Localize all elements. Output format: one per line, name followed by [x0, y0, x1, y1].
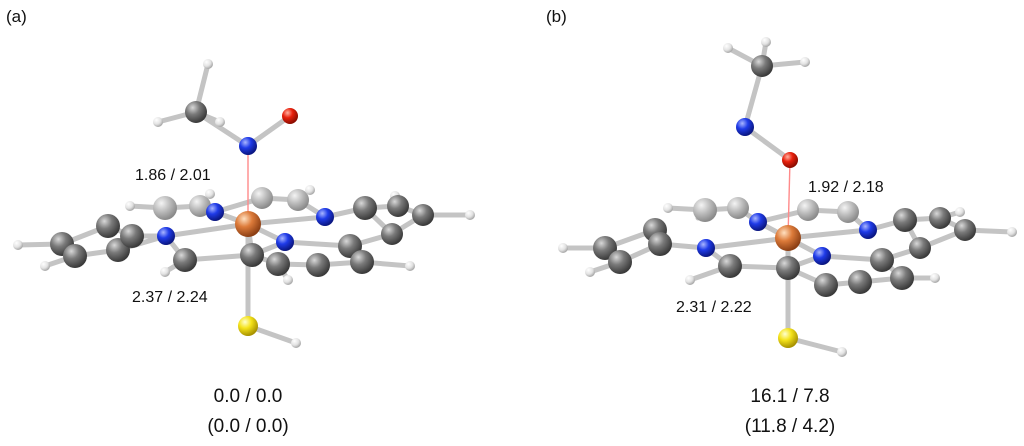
atom-h: [160, 267, 170, 277]
atom-n: [157, 227, 175, 245]
atom-c: [96, 214, 120, 238]
atom-c: [381, 223, 403, 245]
atom-s: [238, 316, 258, 336]
atom-fe: [775, 225, 801, 251]
atom-n: [316, 208, 334, 226]
atoms-back: [663, 197, 1017, 259]
atom-c: [751, 55, 773, 77]
atom-c: [954, 219, 976, 241]
atoms-front: [13, 59, 415, 348]
atom-c: [306, 253, 330, 277]
atom-c: [608, 250, 632, 274]
atom-c: [240, 243, 264, 267]
atom-c: [727, 197, 749, 219]
atom-h: [723, 43, 733, 53]
atom-c: [929, 207, 951, 229]
atom-h: [305, 185, 315, 195]
atom-c: [893, 208, 917, 232]
atom-n: [813, 247, 831, 265]
atom-o: [282, 108, 298, 124]
atom-h: [405, 261, 415, 271]
atom-h: [685, 275, 695, 285]
atom-c: [189, 195, 211, 217]
atom-h: [663, 203, 673, 213]
energy-line-1: 0.0 / 0.0: [214, 386, 283, 407]
distance-label-top: 1.86 / 2.01: [135, 167, 211, 184]
atom-c: [890, 266, 914, 290]
atom-h: [558, 243, 568, 253]
atom-h: [761, 37, 771, 47]
atom-h: [1007, 227, 1017, 237]
atom-n: [239, 137, 257, 155]
atom-n: [697, 239, 715, 257]
atom-h: [153, 117, 163, 127]
atom-c: [797, 199, 819, 221]
distance-label-bottom: 2.37 / 2.24: [132, 289, 208, 306]
atom-h: [800, 57, 810, 67]
atom-c: [153, 196, 177, 220]
distance-label-top: 1.92 / 2.18: [808, 179, 884, 196]
atom-h: [291, 338, 301, 348]
atom-n: [859, 221, 877, 239]
atom-c: [648, 232, 672, 256]
atom-c: [387, 195, 409, 217]
atoms-back: [125, 185, 475, 245]
atom-c: [266, 252, 290, 276]
atom-c: [63, 244, 87, 268]
atom-c: [173, 248, 197, 272]
atom-c: [848, 270, 872, 294]
panel-label: (b): [546, 7, 567, 26]
atom-h: [837, 347, 847, 357]
atom-c: [693, 198, 717, 222]
atom-fe: [235, 211, 261, 237]
atom-h: [930, 273, 940, 283]
atom-n: [749, 213, 767, 231]
distance-label-bottom: 2.31 / 2.22: [676, 299, 752, 316]
atom-s: [778, 328, 798, 348]
atom-c: [837, 201, 859, 223]
atom-c: [718, 254, 742, 278]
atom-h: [13, 240, 23, 250]
atom-h: [215, 117, 225, 127]
atom-n: [206, 203, 224, 221]
atom-c: [776, 256, 800, 280]
atom-o: [782, 152, 798, 168]
atom-c: [870, 248, 894, 272]
atom-h: [205, 189, 215, 199]
energy-line-1: 16.1 / 7.8: [750, 386, 829, 407]
atom-c: [353, 196, 377, 220]
atom-c: [185, 101, 207, 123]
bonds: [560, 39, 1015, 355]
atom-h: [465, 210, 475, 220]
atom-n: [276, 233, 294, 251]
atoms-front: [558, 37, 940, 357]
atom-c: [814, 273, 838, 297]
atom-h: [40, 261, 50, 271]
atom-c: [120, 224, 144, 248]
atom-c: [909, 237, 931, 259]
atom-c: [593, 236, 617, 260]
atom-n: [736, 118, 754, 136]
fe-o-contact: [787, 159, 791, 239]
atom-c: [412, 204, 434, 226]
panel-a: (a): [6, 7, 475, 437]
atom-c: [350, 250, 374, 274]
panel-label: (a): [6, 7, 27, 26]
energy-line-2: (0.0 / 0.0): [207, 416, 288, 437]
atom-c: [251, 187, 273, 209]
atom-h: [955, 207, 965, 217]
panel-b: (b): [546, 7, 1017, 437]
energy-line-2: (11.8 / 4.2): [745, 416, 835, 437]
atom-h: [203, 59, 213, 69]
atom-h: [125, 201, 135, 211]
atom-h: [585, 267, 595, 277]
atom-c: [287, 189, 309, 211]
atom-h: [283, 275, 293, 285]
